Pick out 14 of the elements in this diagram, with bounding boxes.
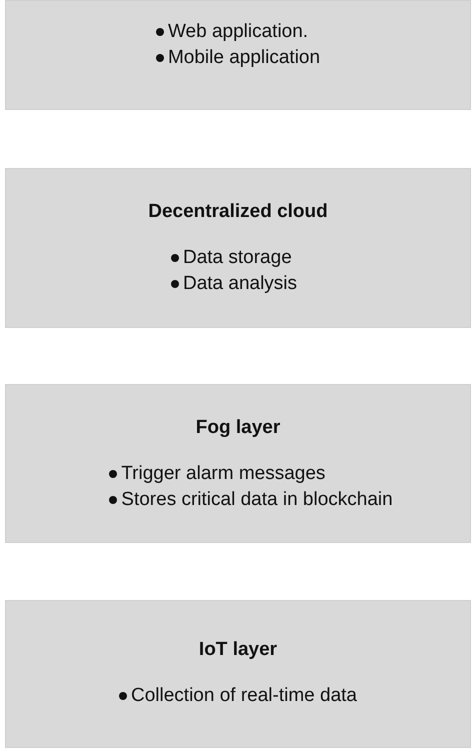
layer-box xyxy=(5,168,471,328)
layer-heading: IoT layer xyxy=(198,639,278,661)
bullet-text: Web application. xyxy=(168,20,308,44)
layer-heading: Fog layer xyxy=(196,417,280,439)
bullet-text: Data storage xyxy=(182,246,292,270)
layer-box xyxy=(5,600,471,748)
bullet-text: Trigger alarm messages xyxy=(121,462,326,486)
layer-box xyxy=(5,384,471,543)
bullet-text: Data analysis xyxy=(182,272,298,296)
layer-heading: Decentralized cloud xyxy=(148,201,328,223)
bullet-text: Stores critical data in blockchain xyxy=(121,488,393,512)
bullet-text: Collection of real-time data xyxy=(131,684,357,708)
bullet-text: Mobile application xyxy=(168,46,320,70)
layer-box xyxy=(5,0,471,110)
